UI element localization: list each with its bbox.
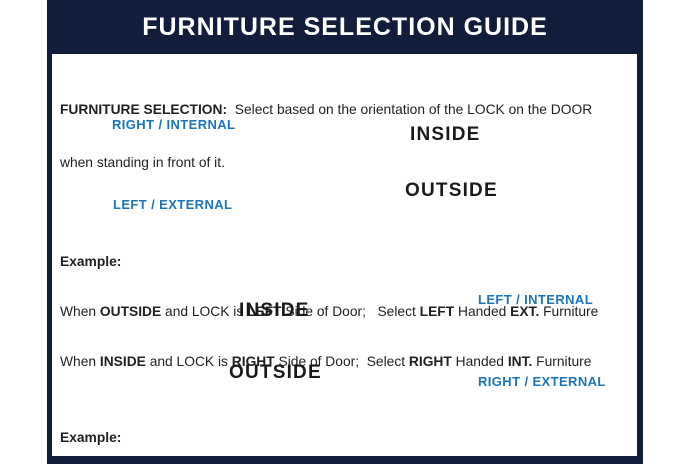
example-top-heading: Example: — [60, 253, 122, 269]
example-bottom: Example: When OUTSIDE and LOCK is RIGHT … — [60, 396, 615, 466]
diagram-top-handing-label-internal: RIGHT / INTERNAL — [112, 117, 236, 132]
example-top-line-2: When INSIDE and LOCK is RIGHT Side of Do… — [60, 354, 592, 370]
intro-line-2: when standing in front of it. — [60, 154, 225, 170]
example-top-line-1: When OUTSIDE and LOCK is LEFT Side of Do… — [60, 303, 599, 319]
diagram-top-handing-label-external: LEFT / EXTERNAL — [113, 197, 233, 212]
diagram-top-inside-label: INSIDE — [410, 124, 481, 145]
diagram-top-outside-label: OUTSIDE — [405, 180, 498, 201]
diagram-bottom-handing-label-internal: LEFT / INTERNAL — [478, 292, 594, 307]
intro-text: FURNITURE SELECTION: Select based on the… — [60, 66, 592, 206]
example-top: Example: When OUTSIDE and LOCK is LEFT S… — [60, 220, 598, 405]
content-box — [47, 54, 643, 464]
diagram-bottom-inside-label: INSIDE — [239, 300, 310, 321]
diagram-bottom-outside-label: OUTSIDE — [229, 362, 322, 383]
intro-line-1: FURNITURE SELECTION: Select based on the… — [60, 102, 593, 117]
diagram-bottom-handing-label-external: RIGHT / EXTERNAL — [478, 374, 606, 389]
title-bar: FURNITURE SELECTION GUIDE — [47, 0, 643, 54]
page-title: FURNITURE SELECTION GUIDE — [142, 12, 548, 41]
guide-frame: FURNITURE SELECTION GUIDE — [47, 0, 643, 464]
example-bottom-heading: Example: — [60, 429, 122, 445]
